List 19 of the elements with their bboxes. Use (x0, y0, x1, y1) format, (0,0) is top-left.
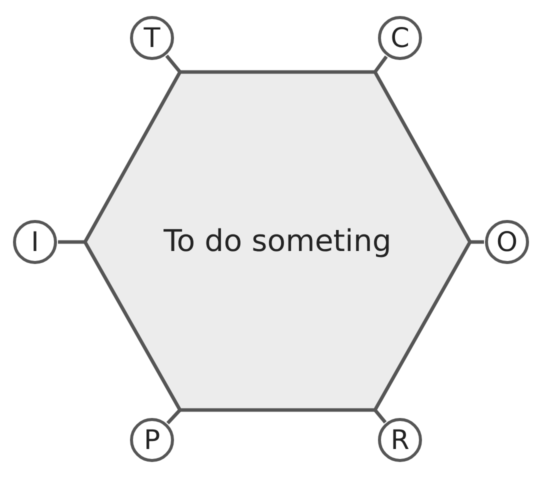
port-circle (13, 220, 57, 264)
connector-line (58, 240, 85, 244)
port-letter: R (390, 426, 410, 454)
process-label: To do someting (164, 222, 392, 260)
port-circle (378, 16, 422, 60)
port-circle (378, 418, 422, 462)
port-circle (130, 418, 174, 462)
connector-line (166, 408, 182, 424)
port-letter: O (496, 228, 518, 256)
port-circle (485, 220, 529, 264)
port-circle (130, 16, 174, 60)
connector-line (374, 56, 388, 74)
connector-line (165, 54, 182, 74)
port-letter: P (144, 426, 160, 454)
port-letter: T (144, 24, 160, 52)
connector-line (374, 408, 387, 424)
connector-line (470, 240, 484, 244)
port-letter: I (31, 228, 39, 256)
port-letter: C (390, 24, 410, 52)
